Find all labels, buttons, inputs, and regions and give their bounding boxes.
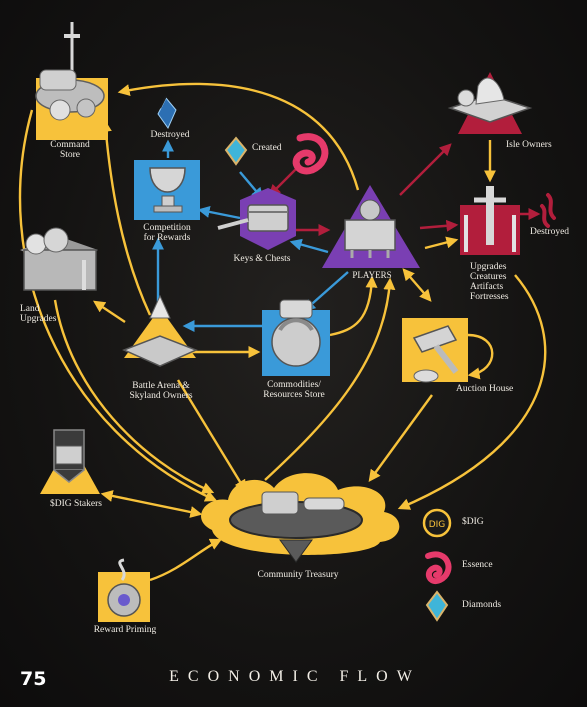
auction-house-node [402, 318, 468, 383]
arrow-players-to-upgrades [424, 236, 459, 250]
commodities-node [262, 299, 330, 376]
legend-essence-label: Essence [462, 560, 493, 570]
page-number: 75 [20, 668, 47, 690]
arrow-upgrades-to-treasury [397, 274, 547, 510]
legend-essence-icon [425, 551, 452, 585]
arrow-arena-to-command [99, 119, 152, 316]
legend-sdig-label: $DIG [462, 517, 484, 527]
arrow-players-to-isle [399, 143, 452, 196]
arrow-players-to-keys [289, 238, 329, 254]
legend-diamond-icon [425, 590, 449, 622]
arrow-players-to-upgrades-red [419, 219, 459, 232]
arrow-arena-to-treasury [176, 379, 247, 493]
sdig-badge-text: DIG [429, 520, 446, 530]
reward-priming-label: Reward Priming [93, 625, 157, 635]
arrow-land-to-treasury [53, 299, 215, 494]
land-upgrades-label: Land Upgrades [20, 304, 57, 324]
command-store-label: Command Store [50, 140, 90, 160]
upgrades-node [460, 186, 520, 255]
commodities-label: Commodities/ Resources Store [263, 380, 325, 400]
essence-swirl-icon [292, 133, 329, 175]
auction-house-label: Auction House [456, 384, 514, 394]
isle-owners-node [447, 72, 533, 134]
arrow-essence-to-keys [268, 164, 301, 197]
keys-chests-node [217, 188, 296, 250]
legend-sdig-icon: DIG [422, 508, 452, 538]
arrow-players-auction [402, 268, 432, 302]
arrow-commodities-to-players [329, 275, 378, 337]
upgrades-label: Upgrades Creatures Artifacts Fortresses [470, 262, 509, 302]
reward-priming-node [98, 558, 150, 622]
community-treasury-label: Community Treasury [257, 570, 339, 580]
players-node [322, 185, 420, 268]
arrow-auction-loop [467, 333, 494, 380]
battle-arena-label: Battle Arena & Skyland Owners [129, 381, 193, 401]
battle-arena-node [122, 294, 198, 367]
arrow-priming-to-treasury [149, 538, 223, 582]
legend-diamonds-label: Diamonds [462, 600, 502, 610]
created-label: Created [252, 143, 282, 153]
destroyed-right-label: Destroyed [530, 227, 570, 237]
community-treasury-node [201, 473, 400, 563]
keys-chests-label: Keys & Chests [233, 254, 291, 264]
arrow-players-to-command [117, 82, 360, 191]
isle-owners-label: Isle Owners [506, 140, 552, 150]
sdig-stakers-node [40, 429, 100, 494]
arrow-treasury-to-players [264, 277, 396, 481]
sdig-stakers-label: $DIG Stakers [50, 499, 102, 509]
red-flows [268, 143, 541, 236]
competition-node [134, 160, 200, 220]
arrow-keys-to-competition [197, 205, 241, 220]
footer-title: ECONOMIC FLOW [169, 668, 421, 685]
destroyed-essence-icon [157, 95, 177, 130]
arrow-arena-to-land [93, 300, 126, 323]
arrow-auction-to-treasury [368, 394, 433, 482]
arrow-command-to-treasury [18, 109, 218, 502]
competition-label: Competition for Rewards [143, 223, 191, 243]
players-label: PLAYERS [352, 270, 392, 280]
destroyed-essence-right-icon [540, 193, 556, 228]
destroyed-top-label: Destroyed [150, 130, 190, 140]
yellow-flows [18, 82, 547, 582]
command-store-node [35, 22, 108, 140]
created-diamond-icon [224, 136, 248, 166]
arrow-stakers-treasury [100, 490, 203, 518]
land-upgrades-node [20, 227, 98, 291]
